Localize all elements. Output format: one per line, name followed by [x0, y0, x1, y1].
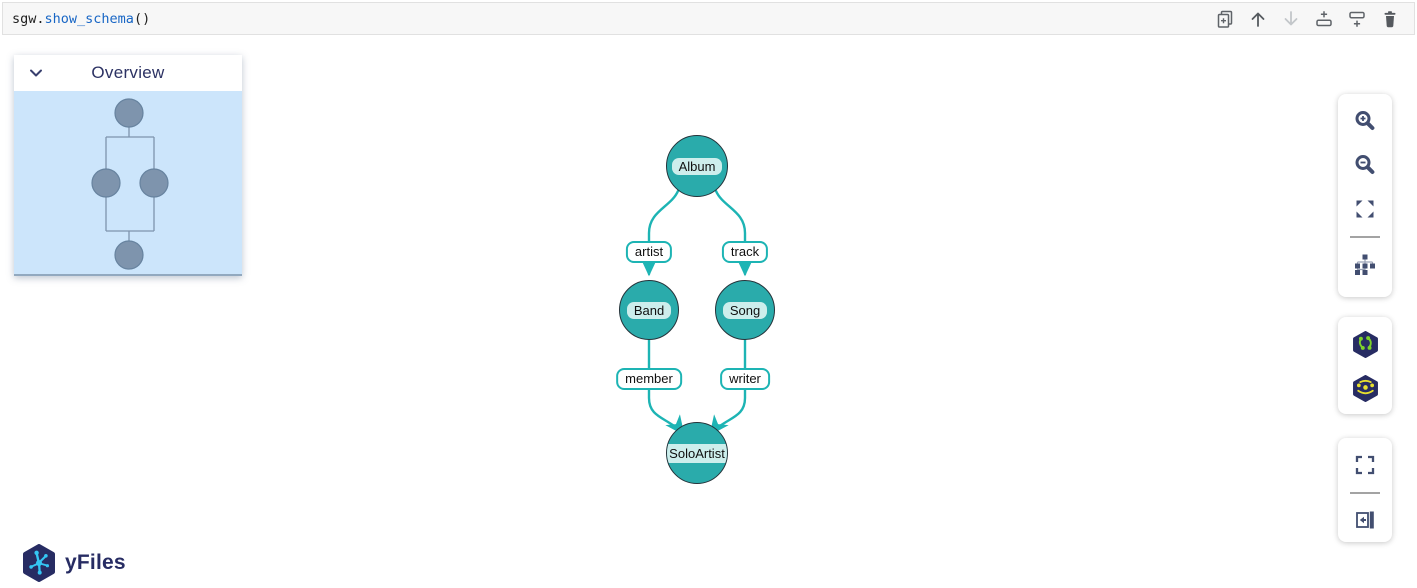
- insert-cell-below-icon: [1348, 11, 1365, 27]
- edge-label-artist[interactable]: artist: [625, 241, 673, 263]
- toolbar-divider: [1350, 491, 1380, 494]
- organic-layout-icon: [1352, 330, 1378, 358]
- duplicate-cell-button[interactable]: [1214, 8, 1235, 29]
- move-cell-down-button[interactable]: [1280, 8, 1301, 29]
- insert-cell-above-button[interactable]: [1313, 8, 1334, 29]
- code-parens: (): [133, 10, 151, 27]
- layout-tools-card: [1338, 317, 1392, 414]
- fullscreen-icon: [1355, 455, 1375, 474]
- fullscreen-button[interactable]: [1343, 443, 1387, 487]
- toolbar-divider: [1350, 236, 1380, 238]
- delete-cell-icon: [1384, 10, 1395, 27]
- hierarchic-layout-button[interactable]: [1343, 243, 1387, 287]
- graph-node-soloartist[interactable]: SoloArtist: [666, 422, 728, 484]
- code-dot: .: [36, 10, 45, 27]
- code-object: sgw: [12, 10, 37, 27]
- exit-sidebar-icon: [1356, 511, 1374, 529]
- code-input[interactable]: sgw.show_schema(): [12, 11, 150, 27]
- zoom-out-button[interactable]: [1343, 143, 1387, 187]
- overview-minimap[interactable]: [14, 91, 242, 276]
- insert-cell-above-icon: [1315, 10, 1332, 26]
- node-label: Album: [671, 157, 723, 175]
- edge-label-member[interactable]: member: [616, 368, 682, 390]
- circular-layout-button[interactable]: [1343, 366, 1387, 410]
- chevron-down-icon: [30, 69, 42, 77]
- minimap-graph: [91, 98, 169, 270]
- zoom-in-button[interactable]: [1343, 99, 1387, 143]
- cell-actions-toolbar: [1214, 8, 1400, 29]
- graph-node-song[interactable]: Song: [715, 280, 775, 340]
- yfiles-logo: [23, 544, 55, 582]
- fit-content-icon: [1356, 200, 1374, 218]
- move-cell-down-icon: [1284, 10, 1297, 25]
- move-cell-up-icon: [1251, 12, 1264, 27]
- delete-cell-button[interactable]: [1379, 8, 1400, 29]
- branding: yFiles: [22, 544, 126, 582]
- insert-cell-below-button[interactable]: [1346, 8, 1367, 29]
- move-cell-up-button[interactable]: [1247, 8, 1268, 29]
- zoom-out-icon: [1355, 155, 1375, 174]
- code-method: show_schema: [44, 10, 134, 27]
- duplicate-cell-icon: [1217, 10, 1232, 28]
- fit-content-button[interactable]: [1343, 187, 1387, 231]
- brand-text: yFiles: [65, 551, 126, 574]
- edge-label-writer[interactable]: writer: [720, 368, 770, 390]
- organic-layout-button[interactable]: [1343, 322, 1387, 366]
- code-cell-bar: sgw.show_schema(): [2, 2, 1415, 35]
- graph-node-band[interactable]: Band: [619, 280, 679, 340]
- overview-title: Overview: [91, 63, 165, 82]
- overview-panel: Overview: [14, 55, 242, 276]
- circular-layout-icon: [1352, 374, 1378, 402]
- node-label: Song: [722, 301, 768, 319]
- overview-header: Overview: [14, 55, 242, 91]
- exit-sidebar-button[interactable]: [1343, 499, 1387, 543]
- overview-collapse-button[interactable]: [26, 63, 46, 83]
- view-tools-card: [1338, 94, 1392, 297]
- zoom-in-icon: [1355, 111, 1375, 130]
- fullscreen-tools-card: [1338, 438, 1392, 542]
- graph-node-album[interactable]: Album: [666, 135, 728, 197]
- edge-label-track[interactable]: track: [721, 241, 769, 263]
- node-label: SoloArtist: [667, 443, 727, 463]
- hierarchic-layout-icon: [1355, 254, 1375, 275]
- node-label: Band: [626, 301, 672, 319]
